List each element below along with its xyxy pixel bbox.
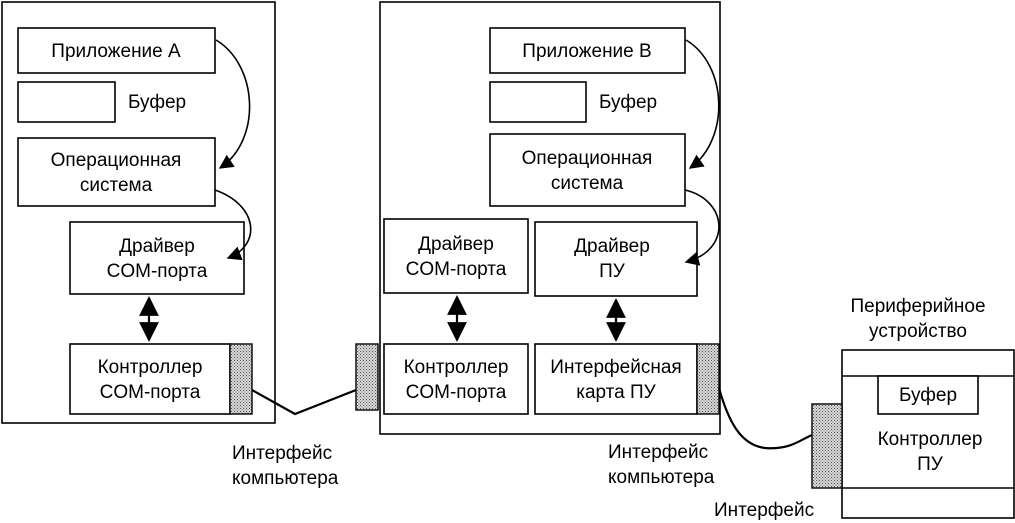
pu-card-b-label-line1: Интерфейсная xyxy=(550,357,681,378)
com-cable xyxy=(251,388,357,416)
com-driver-a-box xyxy=(69,221,245,295)
pu-card-b-box xyxy=(534,343,698,415)
os-a-label-line2: система xyxy=(80,175,153,196)
pu-cable xyxy=(717,387,813,450)
buffer-a-box xyxy=(17,81,116,123)
os-b-label-line1: Операционная xyxy=(522,148,653,169)
buffer-b-box xyxy=(489,81,587,123)
app-a-box xyxy=(17,27,216,74)
com-controller-a-label-line1: Контроллер xyxy=(98,357,203,378)
flow-arrow-app-to-os-a xyxy=(215,39,251,169)
buffer-a-label: Буфер xyxy=(128,92,186,113)
pu-driver-b-label-line2: ПУ xyxy=(599,261,626,282)
peripheral-port xyxy=(811,403,843,489)
flow-arrow-os-to-driver-b xyxy=(684,189,720,266)
peripheral-buffer-label: Буфер xyxy=(899,385,957,406)
com-driver-a-label-line2: COM-порта xyxy=(107,261,208,282)
peripheral-interface-label: Интерфейс xyxy=(714,500,814,521)
com-controller-a-box xyxy=(69,343,231,415)
os-a-label-line1: Операционная xyxy=(51,150,182,171)
interface-b-label-line1: Интерфейс xyxy=(608,442,708,463)
os-b-label-line2: система xyxy=(551,173,624,194)
pu-driver-b-label-line1: Драйвер xyxy=(574,236,650,257)
buffer-b-label: Буфер xyxy=(599,92,657,113)
com-controller-b-label-line2: COM-порта xyxy=(406,382,507,403)
flow-arrow-os-to-driver-a xyxy=(214,189,252,261)
com-controller-b-label-line1: Контроллер xyxy=(404,357,509,378)
flow-arrow-app-to-os-b xyxy=(685,39,720,169)
com-driver-b-box xyxy=(383,218,529,294)
com-driver-a-label-line1: Драйвер xyxy=(119,236,195,257)
com-controller-b-box xyxy=(383,343,529,415)
interface-b-label-line2: компьютера xyxy=(608,467,715,488)
com-driver-b-label-line2: COM-порта xyxy=(406,259,507,280)
peripheral-controller-label-line2: ПУ xyxy=(917,454,944,475)
com-port-a xyxy=(229,343,253,415)
os-a-box xyxy=(17,137,216,207)
interface-a-label-line1: Интерфейс xyxy=(232,443,332,464)
peripheral-controller-label-line1: Контроллер xyxy=(878,429,983,450)
pu-driver-b-box xyxy=(534,221,698,297)
com-controller-a-label-line2: COM-порта xyxy=(100,382,201,403)
app-b-label: Приложение B xyxy=(522,41,651,62)
app-a-label: Приложение A xyxy=(51,41,181,62)
com-driver-b-label-line1: Драйвер xyxy=(418,234,494,255)
peripheral-buffer-box xyxy=(877,375,979,415)
peripheral-title-line1: Периферийное xyxy=(850,296,985,317)
os-b-box xyxy=(489,133,686,207)
interface-a-label-line2: компьютера xyxy=(232,468,339,489)
pu-card-b-label-line2: карта ПУ xyxy=(576,382,656,403)
com-port-b xyxy=(355,343,379,411)
peripheral-title-line2: устройство xyxy=(869,321,967,342)
app-b-box xyxy=(489,27,686,74)
pu-port-b xyxy=(696,343,720,415)
